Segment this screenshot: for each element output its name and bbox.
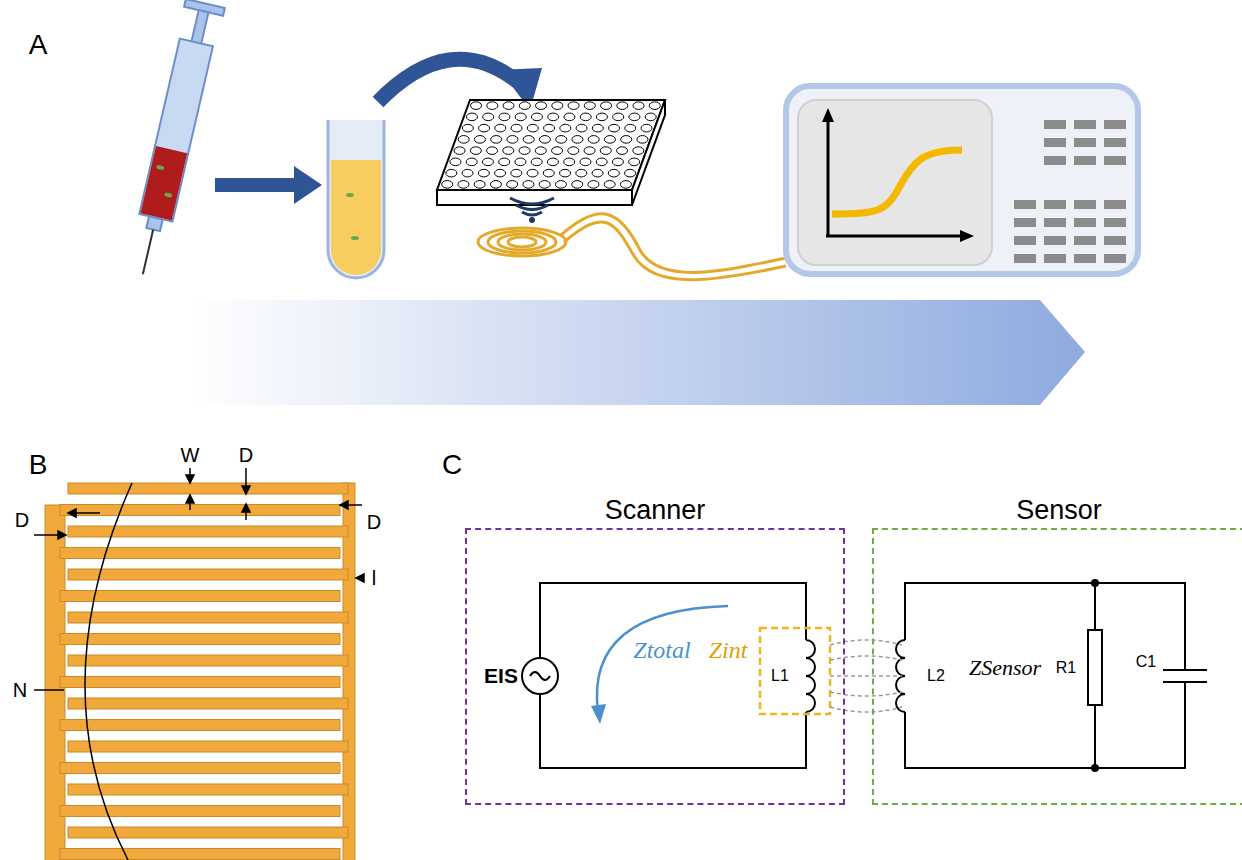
dimension-marks (34, 468, 364, 860)
region-heading: Scanner (605, 495, 706, 526)
dimension-label: N (13, 679, 27, 701)
source-label: EIS (484, 664, 518, 687)
dimension-label: D (15, 509, 29, 531)
dimension-label: l (372, 567, 376, 589)
circuit-wires (522, 583, 1207, 768)
dimension-label: D (239, 444, 253, 466)
resistor-label: R1 (1056, 659, 1076, 677)
panel-letter: B (29, 450, 48, 481)
inductor-label: L1 (771, 667, 789, 685)
impedance-label: ZSensor (969, 656, 1041, 680)
impedance-label: Ztotal (633, 637, 690, 663)
region-heading: Sensor (1016, 495, 1102, 526)
impedance-label: Zint (709, 637, 748, 663)
panel-letter: A (29, 30, 48, 61)
panel-letter: C (442, 450, 462, 481)
dimension-label: W (181, 444, 200, 466)
syringe (123, 0, 225, 279)
inductor-label: L2 (927, 667, 945, 685)
coil-antenna (478, 214, 786, 280)
capacitor-label: C1 (1136, 653, 1156, 671)
magnetic-coupling (830, 640, 902, 712)
dashed-region: Scanner (465, 528, 845, 805)
dimension-label: D (367, 511, 381, 533)
